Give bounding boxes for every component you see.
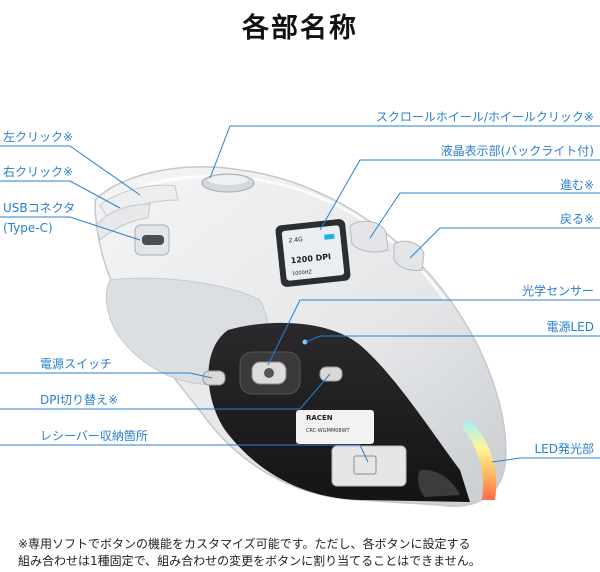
lcd-dpi-text: 1200 DPI [290, 252, 331, 265]
label-optical-sensor: 光学センサー [521, 284, 594, 298]
label-usb-connector: USBコネクタ [3, 201, 76, 215]
footnote-line-1: ※専用ソフトでボタンの機能をカスタマイズ可能です。ただし、各ボタンに設定する [18, 537, 471, 551]
product-model-text: CRC-WGMM08WT [306, 428, 351, 434]
label-scroll-wheel: スクロールホイール/ホイールクリック※ [375, 110, 594, 124]
label-lcd: 液晶表示部(バックライト付) [440, 144, 594, 158]
side-buttons [349, 220, 425, 271]
label-power-switch: 電源スイッチ [40, 357, 113, 371]
lcd-mode-text: 2.4G [288, 236, 303, 244]
page-title: 各部名称 [242, 13, 358, 44]
label-back: 戻る※ [559, 212, 594, 226]
label-usb-type: (Type-C) [3, 221, 53, 235]
label-led-light: LED発光部 [534, 442, 594, 456]
label-left-click: 左クリック※ [3, 130, 74, 144]
lcd-rate-text: 1000HZ [292, 269, 313, 277]
product-brand-text: RACEN [306, 414, 333, 422]
lcd-panel [275, 219, 351, 287]
label-forward: 進む※ [559, 178, 594, 192]
footnote: ※専用ソフトでボタンの機能をカスタマイズ可能です。ただし、各ボタンに設定する 組… [18, 536, 588, 570]
rgb-led-strip [462, 420, 497, 500]
usb-port [134, 224, 170, 256]
label-dpi-switch: DPI切り替え※ [40, 393, 119, 407]
label-receiver-storage: レシーバー収納箇所 [40, 429, 148, 443]
label-power-led: 電源LED [546, 320, 594, 334]
leader-lines [0, 125, 600, 463]
scroll-wheel [201, 173, 255, 193]
footnote-line-2: 組み合わせは1種固定で、組み合わせの変更をボタンに割り当てることはできません。 [18, 554, 481, 568]
label-right-click: 右クリック※ [3, 165, 74, 179]
base-plate [202, 322, 470, 502]
